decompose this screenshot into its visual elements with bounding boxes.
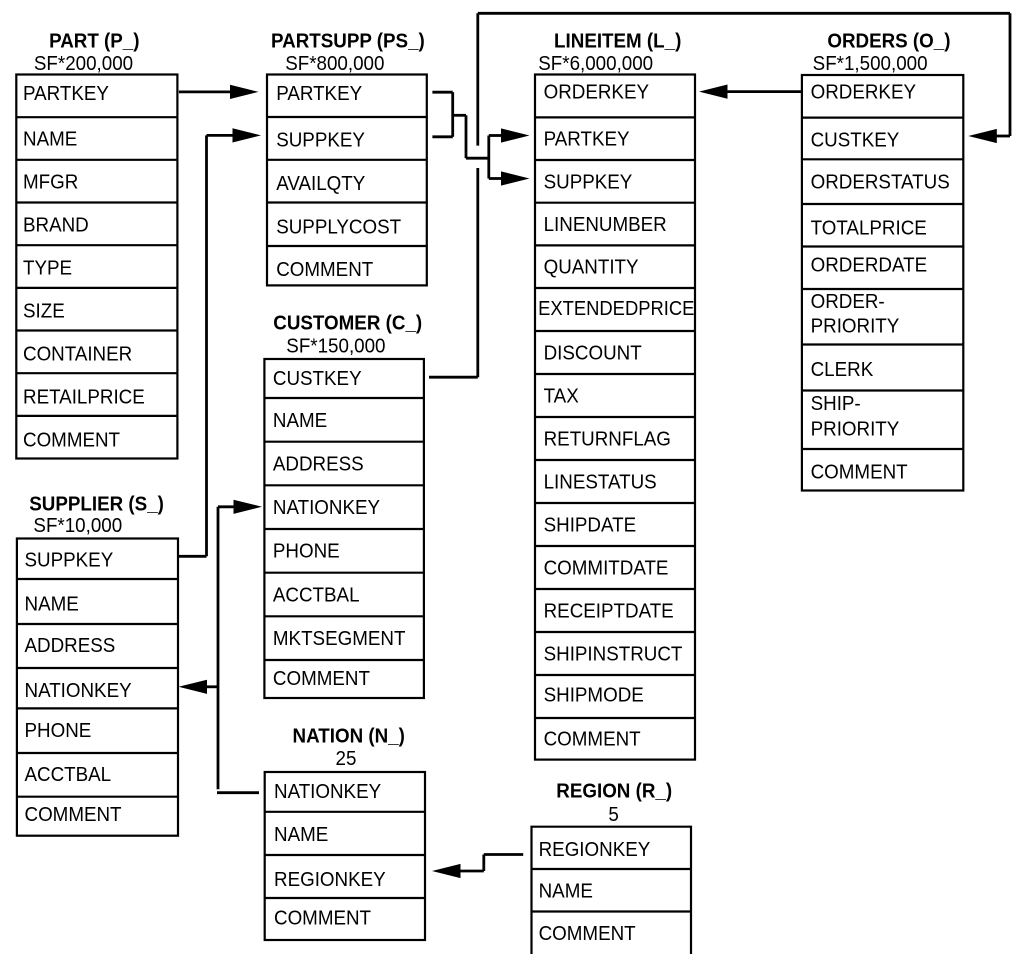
svg-text:RETAILPRICE: RETAILPRICE [23, 386, 145, 409]
svg-text:COMMITDATE: COMMITDATE [544, 557, 669, 580]
svg-text:CLERK: CLERK [811, 358, 874, 381]
svg-text:MFGR: MFGR [23, 171, 78, 194]
svg-text:TYPE: TYPE [23, 257, 72, 280]
svg-text:ORDERKEY: ORDERKEY [544, 81, 649, 104]
svg-text:LINEITEM (L_): LINEITEM (L_) [554, 30, 681, 53]
svg-text:NATIONKEY: NATIONKEY [25, 679, 132, 702]
svg-text:LINENUMBER: LINENUMBER [544, 213, 667, 236]
svg-text:NAME: NAME [274, 823, 328, 846]
svg-text:NATION (N_): NATION (N_) [293, 725, 405, 748]
svg-text:ADDRESS: ADDRESS [273, 453, 364, 476]
svg-text:COMMENT: COMMENT [23, 429, 120, 452]
svg-text:EXTENDEDPRICE: EXTENDEDPRICE [538, 298, 694, 320]
svg-text:CONTAINER: CONTAINER [23, 343, 132, 366]
svg-text:LINESTATUS: LINESTATUS [544, 471, 657, 494]
svg-text:PARTKEY: PARTKEY [544, 128, 630, 151]
svg-text:SF*1,500,000: SF*1,500,000 [813, 52, 928, 75]
svg-text:ORDERDATE: ORDERDATE [811, 254, 928, 277]
svg-text:NAME: NAME [539, 880, 593, 903]
svg-text:SHIP-: SHIP- [811, 393, 861, 416]
svg-text:BRAND: BRAND [23, 214, 89, 237]
svg-text:CUSTKEY: CUSTKEY [273, 368, 362, 391]
svg-text:PRIORITY: PRIORITY [811, 315, 900, 338]
svg-text:PRIORITY: PRIORITY [811, 418, 900, 441]
svg-text:MKTSEGMENT: MKTSEGMENT [273, 628, 406, 651]
svg-text:TAX: TAX [544, 385, 579, 408]
svg-text:PART (P_): PART (P_) [49, 30, 139, 53]
svg-text:SF*150,000: SF*150,000 [286, 335, 385, 358]
svg-text:ORDERS (O_): ORDERS (O_) [827, 30, 950, 53]
svg-text:ORDERSTATUS: ORDERSTATUS [811, 171, 950, 194]
svg-text:PARTKEY: PARTKEY [276, 82, 362, 105]
svg-text:COMMENT: COMMENT [811, 461, 908, 484]
svg-text:AVAILQTY: AVAILQTY [276, 172, 365, 195]
svg-text:REGION (R_): REGION (R_) [556, 780, 672, 803]
svg-text:SHIPDATE: SHIPDATE [544, 514, 637, 537]
svg-text:COMMENT: COMMENT [276, 259, 373, 282]
svg-text:SF*800,000: SF*800,000 [285, 52, 384, 75]
svg-text:SHIPMODE: SHIPMODE [544, 684, 644, 707]
svg-text:NAME: NAME [273, 409, 327, 432]
svg-text:CUSTKEY: CUSTKEY [811, 129, 900, 152]
svg-text:COMMENT: COMMENT [25, 804, 122, 827]
svg-text:SUPPKEY: SUPPKEY [544, 171, 633, 194]
svg-text:SHIPINSTRUCT: SHIPINSTRUCT [544, 643, 683, 666]
svg-text:ADDRESS: ADDRESS [25, 634, 116, 657]
svg-text:SF*200,000: SF*200,000 [34, 52, 133, 75]
svg-text:CUSTOMER (C_): CUSTOMER (C_) [273, 312, 422, 335]
svg-text:5: 5 [608, 804, 618, 827]
svg-text:NAME: NAME [25, 593, 79, 616]
svg-text:PHONE: PHONE [273, 540, 340, 563]
svg-text:SUPPKEY: SUPPKEY [25, 549, 114, 572]
svg-text:TOTALPRICE: TOTALPRICE [811, 217, 927, 240]
svg-text:RECEIPTDATE: RECEIPTDATE [544, 600, 674, 623]
svg-text:SUPPLYCOST: SUPPLYCOST [276, 216, 401, 239]
svg-text:REGIONKEY: REGIONKEY [274, 868, 386, 891]
svg-text:25: 25 [336, 747, 357, 770]
svg-text:ACCTBAL: ACCTBAL [25, 763, 112, 786]
svg-text:COMMENT: COMMENT [273, 667, 370, 690]
svg-text:COMMENT: COMMENT [539, 922, 636, 945]
svg-text:REGIONKEY: REGIONKEY [539, 839, 651, 862]
svg-text:QUANTITY: QUANTITY [544, 256, 639, 279]
svg-text:NATIONKEY: NATIONKEY [274, 780, 381, 803]
svg-text:PHONE: PHONE [25, 719, 92, 742]
svg-text:ORDER-: ORDER- [811, 290, 885, 313]
svg-text:DISCOUNT: DISCOUNT [544, 342, 642, 365]
svg-text:NATIONKEY: NATIONKEY [273, 497, 380, 520]
svg-text:SF*6,000,000: SF*6,000,000 [538, 52, 653, 75]
svg-text:SUPPLIER (S_): SUPPLIER (S_) [29, 493, 164, 516]
svg-text:SIZE: SIZE [23, 300, 65, 323]
svg-text:ORDERKEY: ORDERKEY [811, 81, 916, 104]
svg-text:PARTKEY: PARTKEY [23, 82, 109, 105]
svg-text:RETURNFLAG: RETURNFLAG [544, 428, 671, 451]
svg-text:ACCTBAL: ACCTBAL [273, 584, 360, 607]
svg-text:NAME: NAME [23, 128, 77, 151]
svg-text:SF*10,000: SF*10,000 [33, 514, 122, 537]
svg-text:PARTSUPP (PS_): PARTSUPP (PS_) [271, 30, 425, 53]
svg-text:COMMENT: COMMENT [544, 728, 641, 751]
svg-text:COMMENT: COMMENT [274, 907, 371, 930]
svg-text:SUPPKEY: SUPPKEY [276, 129, 365, 152]
